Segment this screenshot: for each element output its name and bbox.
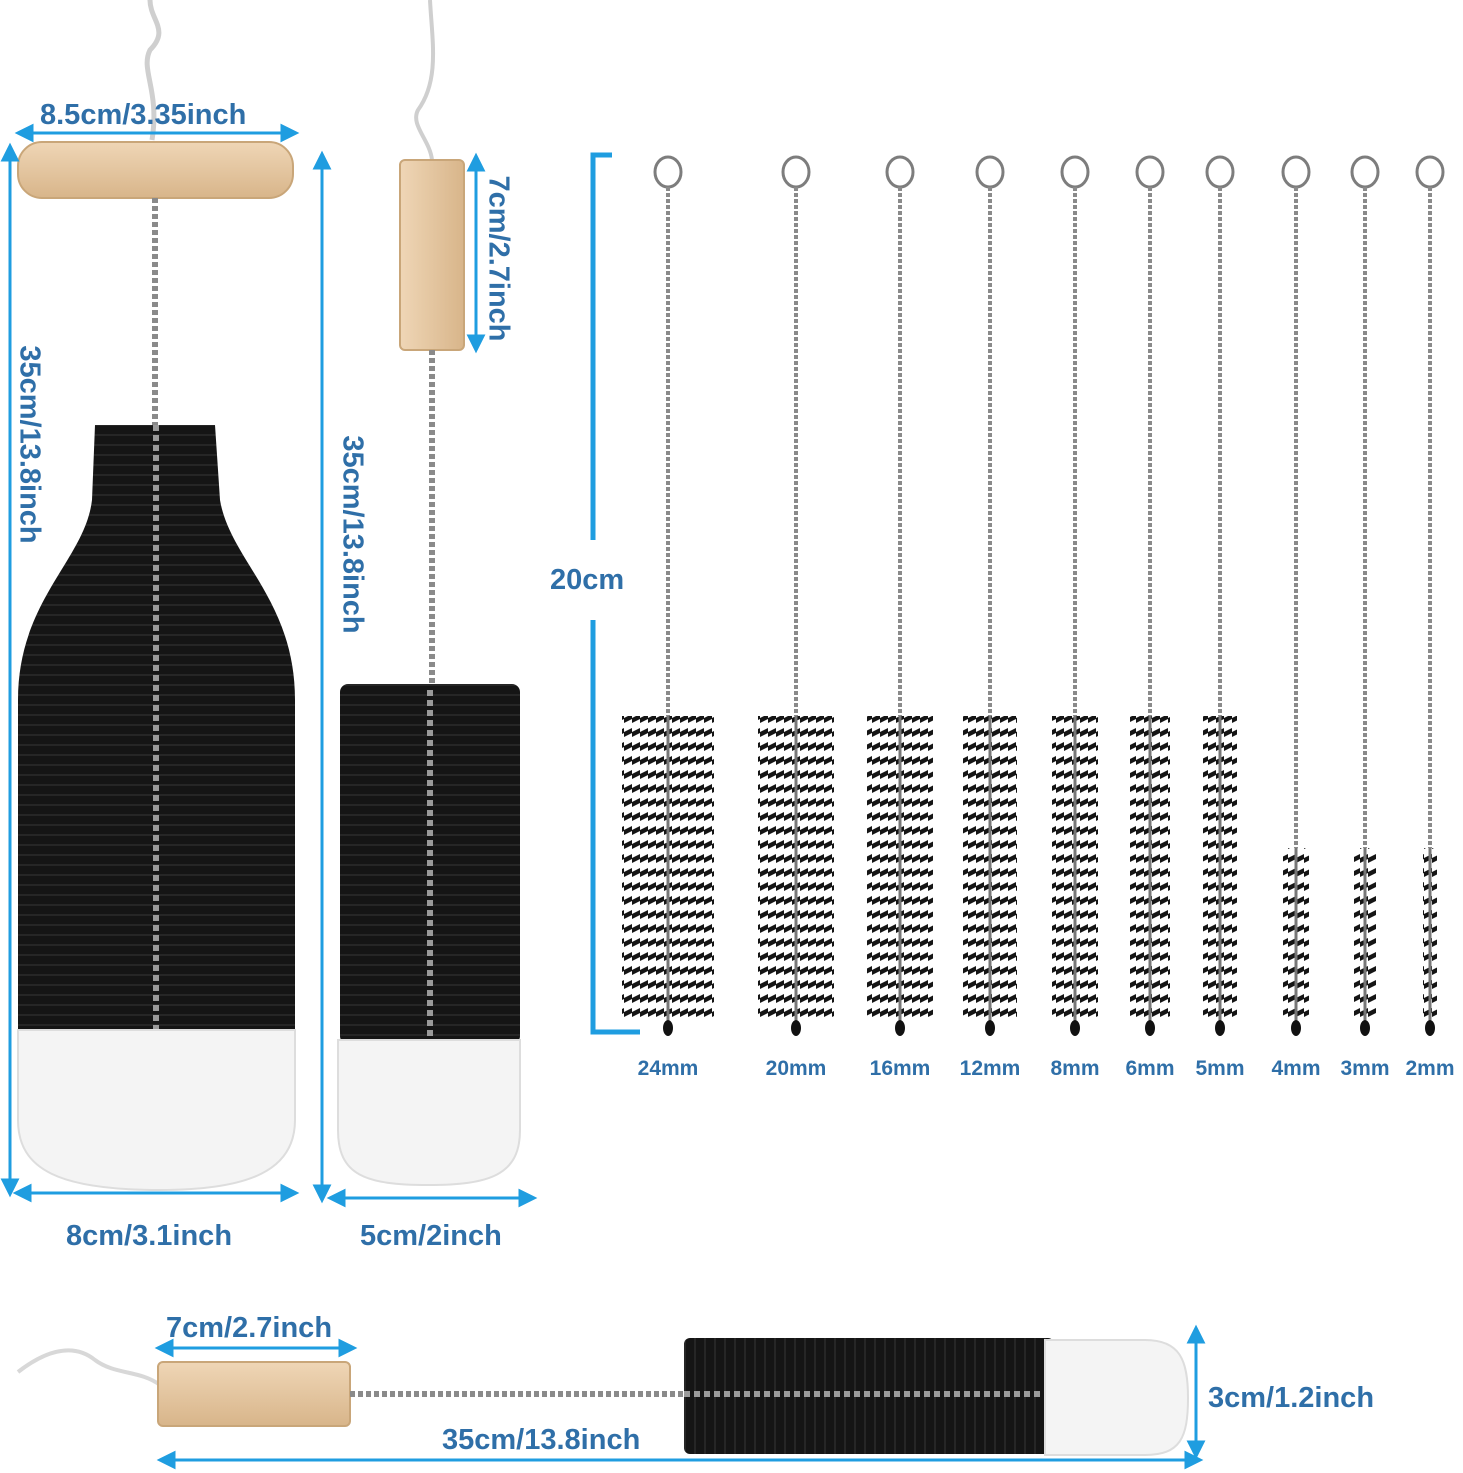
- white-sponge-tip: [1044, 1339, 1190, 1456]
- horizontal-handle-length-label: 7cm/2.7inch: [166, 1312, 333, 1344]
- large-brush-height-label: 35cm/13.8inch: [13, 345, 46, 544]
- white-sponge-tip: [337, 1039, 521, 1187]
- wood-handle: [157, 1361, 351, 1427]
- arrowhead: [14, 123, 34, 143]
- arrowhead: [338, 1338, 358, 1358]
- arrowhead: [312, 1184, 332, 1204]
- hanging-loop: [975, 155, 1005, 189]
- straw-brush-size-label: 3mm: [1340, 1057, 1390, 1080]
- hanging-loop: [653, 155, 683, 189]
- straw-brush-length-label: 20cm: [550, 564, 625, 596]
- straw-brush: [622, 155, 714, 1036]
- straw-brush-size-label: 12mm: [959, 1057, 1021, 1080]
- straw-brush-size-label: 16mm: [869, 1057, 931, 1080]
- arrowhead: [0, 1178, 20, 1198]
- straw-brush: [758, 155, 834, 1036]
- horizontal-brush-length-label: 35cm/13.8inch: [442, 1424, 641, 1456]
- straw-brushes: [622, 155, 1445, 1036]
- end-cap: [791, 1020, 801, 1036]
- straw-brush: [1052, 155, 1098, 1036]
- straw-brush-size-label: 6mm: [1125, 1057, 1175, 1080]
- arrowhead: [154, 1338, 174, 1358]
- large-brush-bottom-width-label: 8cm/3.1inch: [66, 1220, 233, 1252]
- straw-brush: [1130, 155, 1170, 1036]
- medium-bottle-brush: [337, 0, 521, 1187]
- end-cap: [1070, 1020, 1080, 1036]
- arrowhead: [326, 1188, 346, 1208]
- end-cap: [1291, 1020, 1301, 1036]
- straw-brush: [963, 155, 1017, 1036]
- hanging-string: [414, 0, 436, 161]
- arrowhead: [156, 1450, 176, 1470]
- arrowhead: [1186, 1324, 1206, 1344]
- end-cap: [1215, 1020, 1225, 1036]
- hanging-loop: [781, 155, 811, 189]
- arrowhead: [1184, 1450, 1204, 1470]
- hanging-string: [144, 0, 162, 141]
- white-sponge-tip: [17, 1029, 296, 1192]
- hanging-loop: [1350, 155, 1380, 189]
- straw-brush: [1350, 155, 1380, 1036]
- hanging-loop: [1205, 155, 1235, 189]
- straw-brush: [1281, 155, 1311, 1036]
- end-cap: [663, 1020, 673, 1036]
- arrowhead: [518, 1188, 538, 1208]
- hanging-loop: [1135, 155, 1165, 189]
- medium-handle-length-label: 7cm/2.7inch: [482, 175, 515, 342]
- end-cap: [1425, 1020, 1435, 1036]
- hanging-loop: [1415, 155, 1445, 189]
- medium-brush-bottom-width-label: 5cm/2inch: [360, 1220, 502, 1252]
- straw-brush-size-label: 5mm: [1195, 1057, 1245, 1080]
- arrowhead: [312, 150, 332, 170]
- arrowhead: [12, 1183, 32, 1203]
- length-bracket-top: [590, 152, 612, 540]
- end-cap: [1145, 1020, 1155, 1036]
- length-bracket-bottom: [590, 620, 640, 1035]
- horizontal-brush: [16, 1338, 1190, 1456]
- large-brush-top-width-label: 8.5cm/3.35inch: [40, 99, 247, 131]
- straw-brush-size-label: 24mm: [637, 1057, 699, 1080]
- large-bottle-brush: [17, 0, 296, 1192]
- wood-handle: [17, 141, 294, 199]
- arrowhead: [280, 123, 300, 143]
- hanging-string: [16, 1348, 162, 1387]
- straw-brush-size-label: 8mm: [1050, 1057, 1100, 1080]
- arrowhead: [0, 142, 20, 162]
- dimension-lines: [0, 123, 1206, 1470]
- bristle-head: [18, 425, 295, 1040]
- end-cap: [895, 1020, 905, 1036]
- hanging-loop: [885, 155, 915, 189]
- horizontal-brush-diameter-label: 3cm/1.2inch: [1208, 1382, 1375, 1414]
- arrowhead: [1186, 1440, 1206, 1460]
- straw-brush: [1415, 155, 1445, 1036]
- end-cap: [985, 1020, 995, 1036]
- straw-brush-size-label: 4mm: [1271, 1057, 1321, 1080]
- straw-brush: [1203, 155, 1237, 1036]
- straw-brush: [867, 155, 933, 1036]
- hanging-loop: [1060, 155, 1090, 189]
- hanging-loop: [1281, 155, 1311, 189]
- straw-brush-size-label: 20mm: [765, 1057, 827, 1080]
- end-cap: [1360, 1020, 1370, 1036]
- arrowhead: [466, 334, 486, 354]
- wood-handle: [399, 159, 465, 351]
- arrowhead: [280, 1183, 300, 1203]
- arrowhead: [466, 152, 486, 172]
- straw-brush-size-label: 2mm: [1405, 1057, 1455, 1080]
- medium-brush-height-label: 35cm/13.8inch: [336, 435, 369, 634]
